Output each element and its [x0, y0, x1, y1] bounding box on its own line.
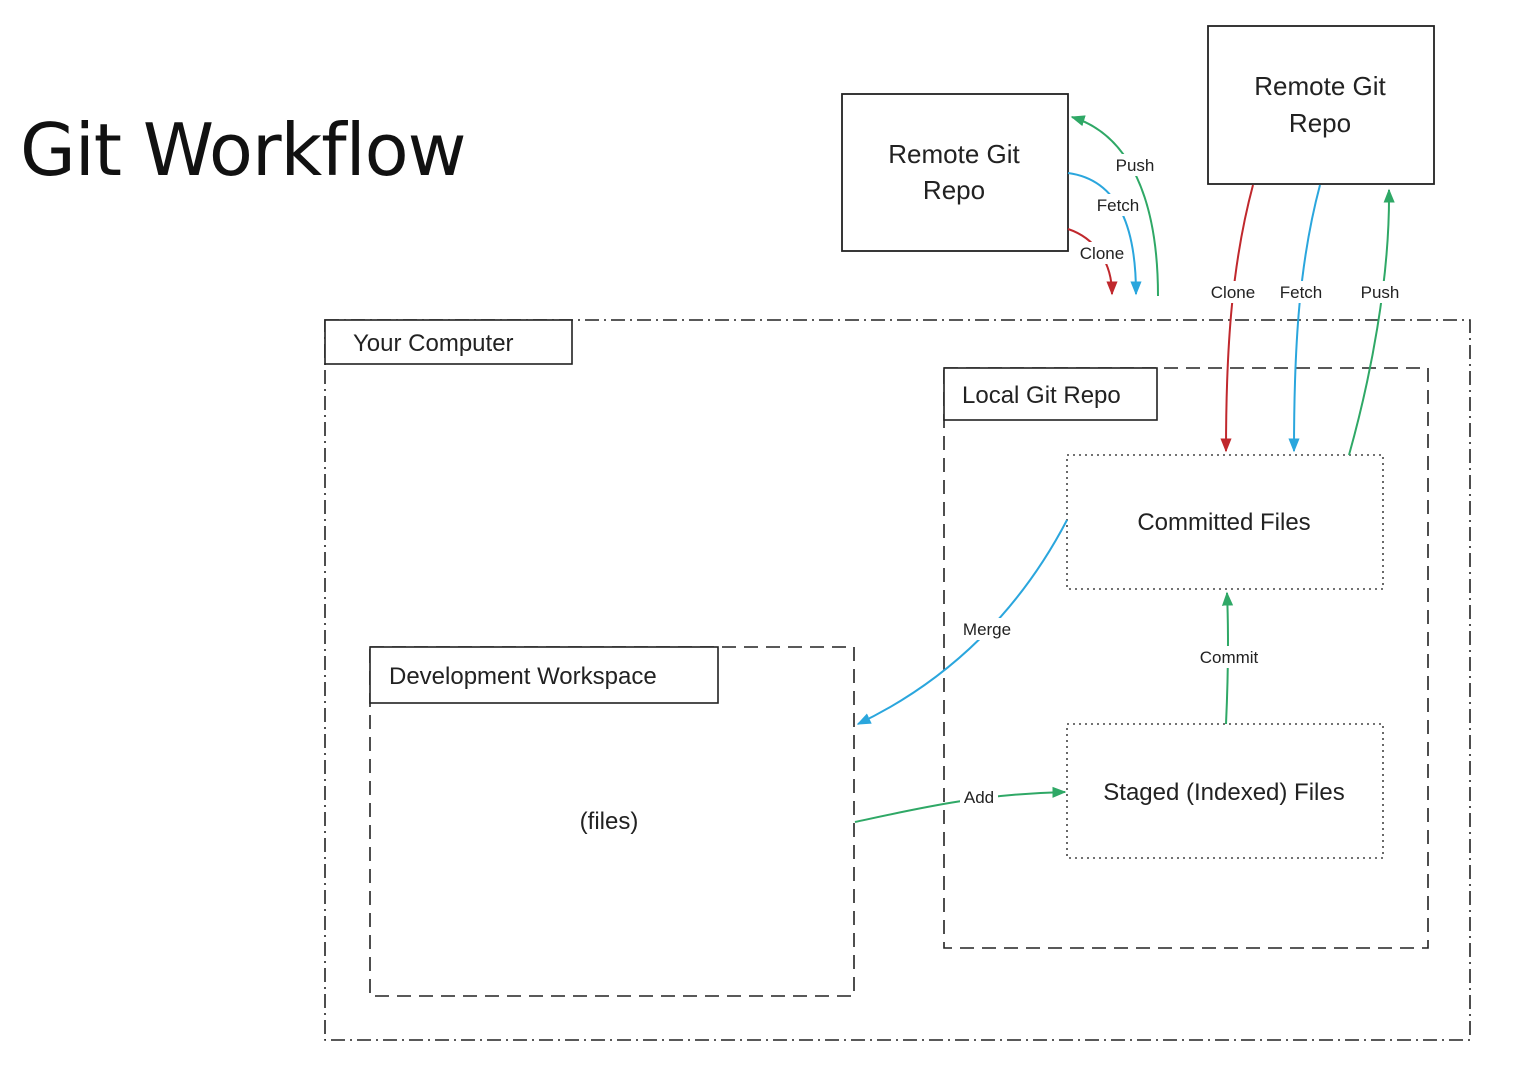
right-push-arrow [1348, 188, 1395, 456]
local-git-repo-label: Local Git Repo [962, 382, 1121, 409]
page-title: Git Workflow [20, 108, 467, 192]
workspace-files-label: (files) [580, 808, 639, 835]
your-computer-label-box [324, 319, 573, 365]
local-git-repo-label-box [943, 367, 1158, 421]
remote-repo-left-line1: Remote Git [888, 139, 1020, 169]
committed-files-label: Committed Files [1137, 509, 1310, 536]
right-push-label: Push [1361, 283, 1400, 302]
dev-workspace-label: Development Workspace [389, 663, 657, 690]
left-fetch-label: Fetch [1097, 196, 1140, 215]
remote-repo-left-box [841, 93, 1069, 252]
remote-repo-left-line2: Repo [923, 175, 985, 205]
add-arrow [854, 786, 1067, 823]
remote-repo-right-line1: Remote Git [1254, 71, 1386, 101]
local-git-repo-boundary [943, 367, 1429, 949]
remote-repo-right-box [1207, 25, 1435, 185]
commit-label: Commit [1200, 648, 1259, 667]
left-clone-label: Clone [1080, 244, 1124, 263]
right-fetch-arrow [1288, 184, 1321, 453]
right-fetch-label: Fetch [1280, 283, 1323, 302]
merge-label: Merge [963, 620, 1011, 639]
your-computer-label: Your Computer [353, 330, 514, 357]
staged-files-label: Staged (Indexed) Files [1103, 779, 1344, 806]
remote-repo-right-line2: Repo [1289, 108, 1351, 138]
staged-files-box [1066, 723, 1384, 859]
your-computer-boundary [324, 319, 1471, 1041]
dev-workspace-label-box [369, 646, 719, 704]
right-clone-arrow [1220, 184, 1254, 453]
add-label: Add [964, 788, 994, 807]
right-clone-label: Clone [1211, 283, 1255, 302]
left-push-label: Push [1116, 156, 1155, 175]
committed-files-box [1066, 454, 1384, 590]
left-push-arrow [1070, 115, 1159, 297]
